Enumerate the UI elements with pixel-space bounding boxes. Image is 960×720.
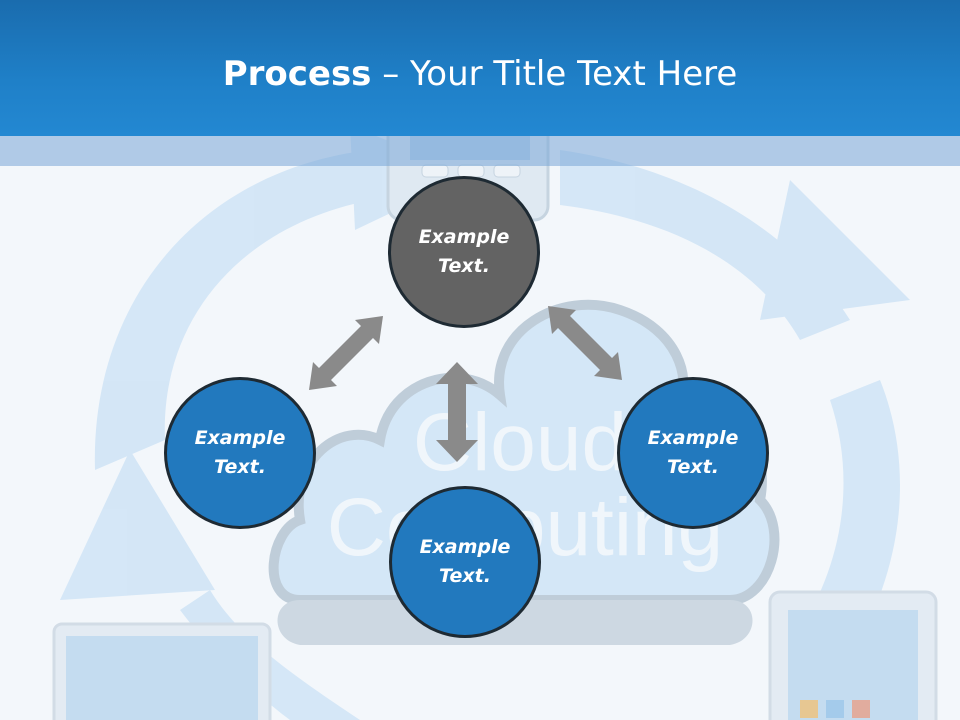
arrow-vertical	[436, 362, 478, 462]
tablet-illustration	[768, 590, 938, 720]
process-node-bottom[interactable]: Example Text.	[389, 486, 541, 638]
process-node-top-label: Example Text.	[418, 226, 510, 277]
process-node-left[interactable]: Example Text.	[164, 377, 316, 529]
process-node-top[interactable]: Example Text.	[388, 176, 540, 328]
title-rest: – Your Title Text Here	[371, 54, 738, 94]
header-bar	[0, 0, 960, 136]
laptop-illustration	[52, 622, 272, 720]
process-node-left-label: Example Text.	[194, 427, 286, 478]
title-bold: Process	[222, 54, 372, 94]
process-node-right-label: Example Text.	[647, 427, 739, 478]
arrow-top-left	[309, 316, 383, 390]
arrow-top-right	[548, 306, 622, 380]
process-node-bottom-label: Example Text.	[419, 536, 511, 587]
process-node-right[interactable]: Example Text.	[617, 377, 769, 529]
slide-title: Process – Your Title Text Here	[0, 52, 960, 96]
header-strip	[0, 136, 960, 166]
